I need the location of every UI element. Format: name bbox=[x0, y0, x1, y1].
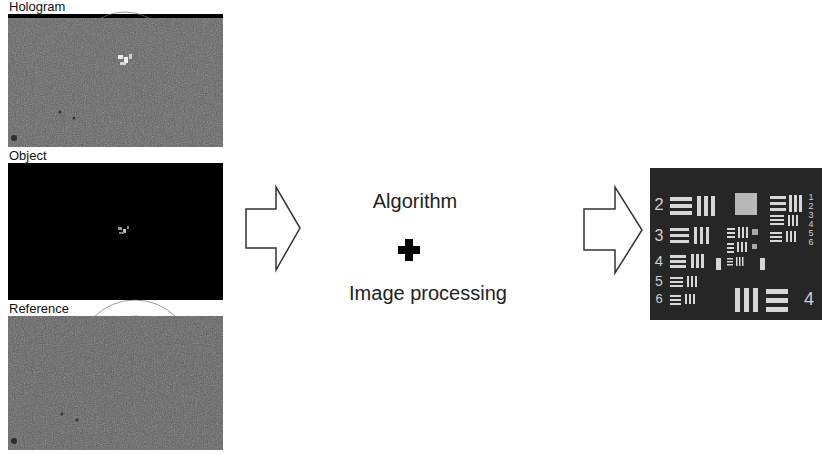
process-label: Image processing bbox=[349, 283, 507, 303]
group-number: 2 bbox=[654, 196, 663, 213]
panel-heading: Reference bbox=[8, 302, 224, 315]
element-number: 2 bbox=[808, 202, 813, 211]
image-panel: Object bbox=[8, 149, 224, 301]
element-number: 4 bbox=[808, 220, 813, 229]
flow-arrow bbox=[246, 187, 300, 270]
image-panel: Hologram bbox=[8, 0, 224, 148]
element-number: 1 bbox=[808, 193, 813, 202]
group-number: 3 bbox=[655, 228, 664, 244]
flow-arrow bbox=[584, 187, 642, 273]
process-label: Algorithm bbox=[373, 191, 457, 211]
reference-image bbox=[8, 300, 223, 450]
plus-symbol bbox=[398, 239, 420, 261]
panel-heading: Hologram bbox=[8, 0, 224, 13]
group-number: 4 bbox=[655, 253, 663, 268]
hologram-image bbox=[8, 12, 223, 147]
object-image bbox=[8, 163, 223, 300]
panel-heading: Object bbox=[8, 149, 224, 162]
element-number: 5 bbox=[808, 229, 813, 238]
image-panel: Reference bbox=[8, 302, 224, 451]
group-number: 5 bbox=[655, 274, 663, 288]
group-number: 6 bbox=[655, 292, 662, 305]
element-number: 3 bbox=[808, 211, 813, 220]
element-number: 6 bbox=[808, 238, 813, 247]
group-number: 4 bbox=[804, 290, 814, 308]
result-image bbox=[650, 168, 822, 320]
